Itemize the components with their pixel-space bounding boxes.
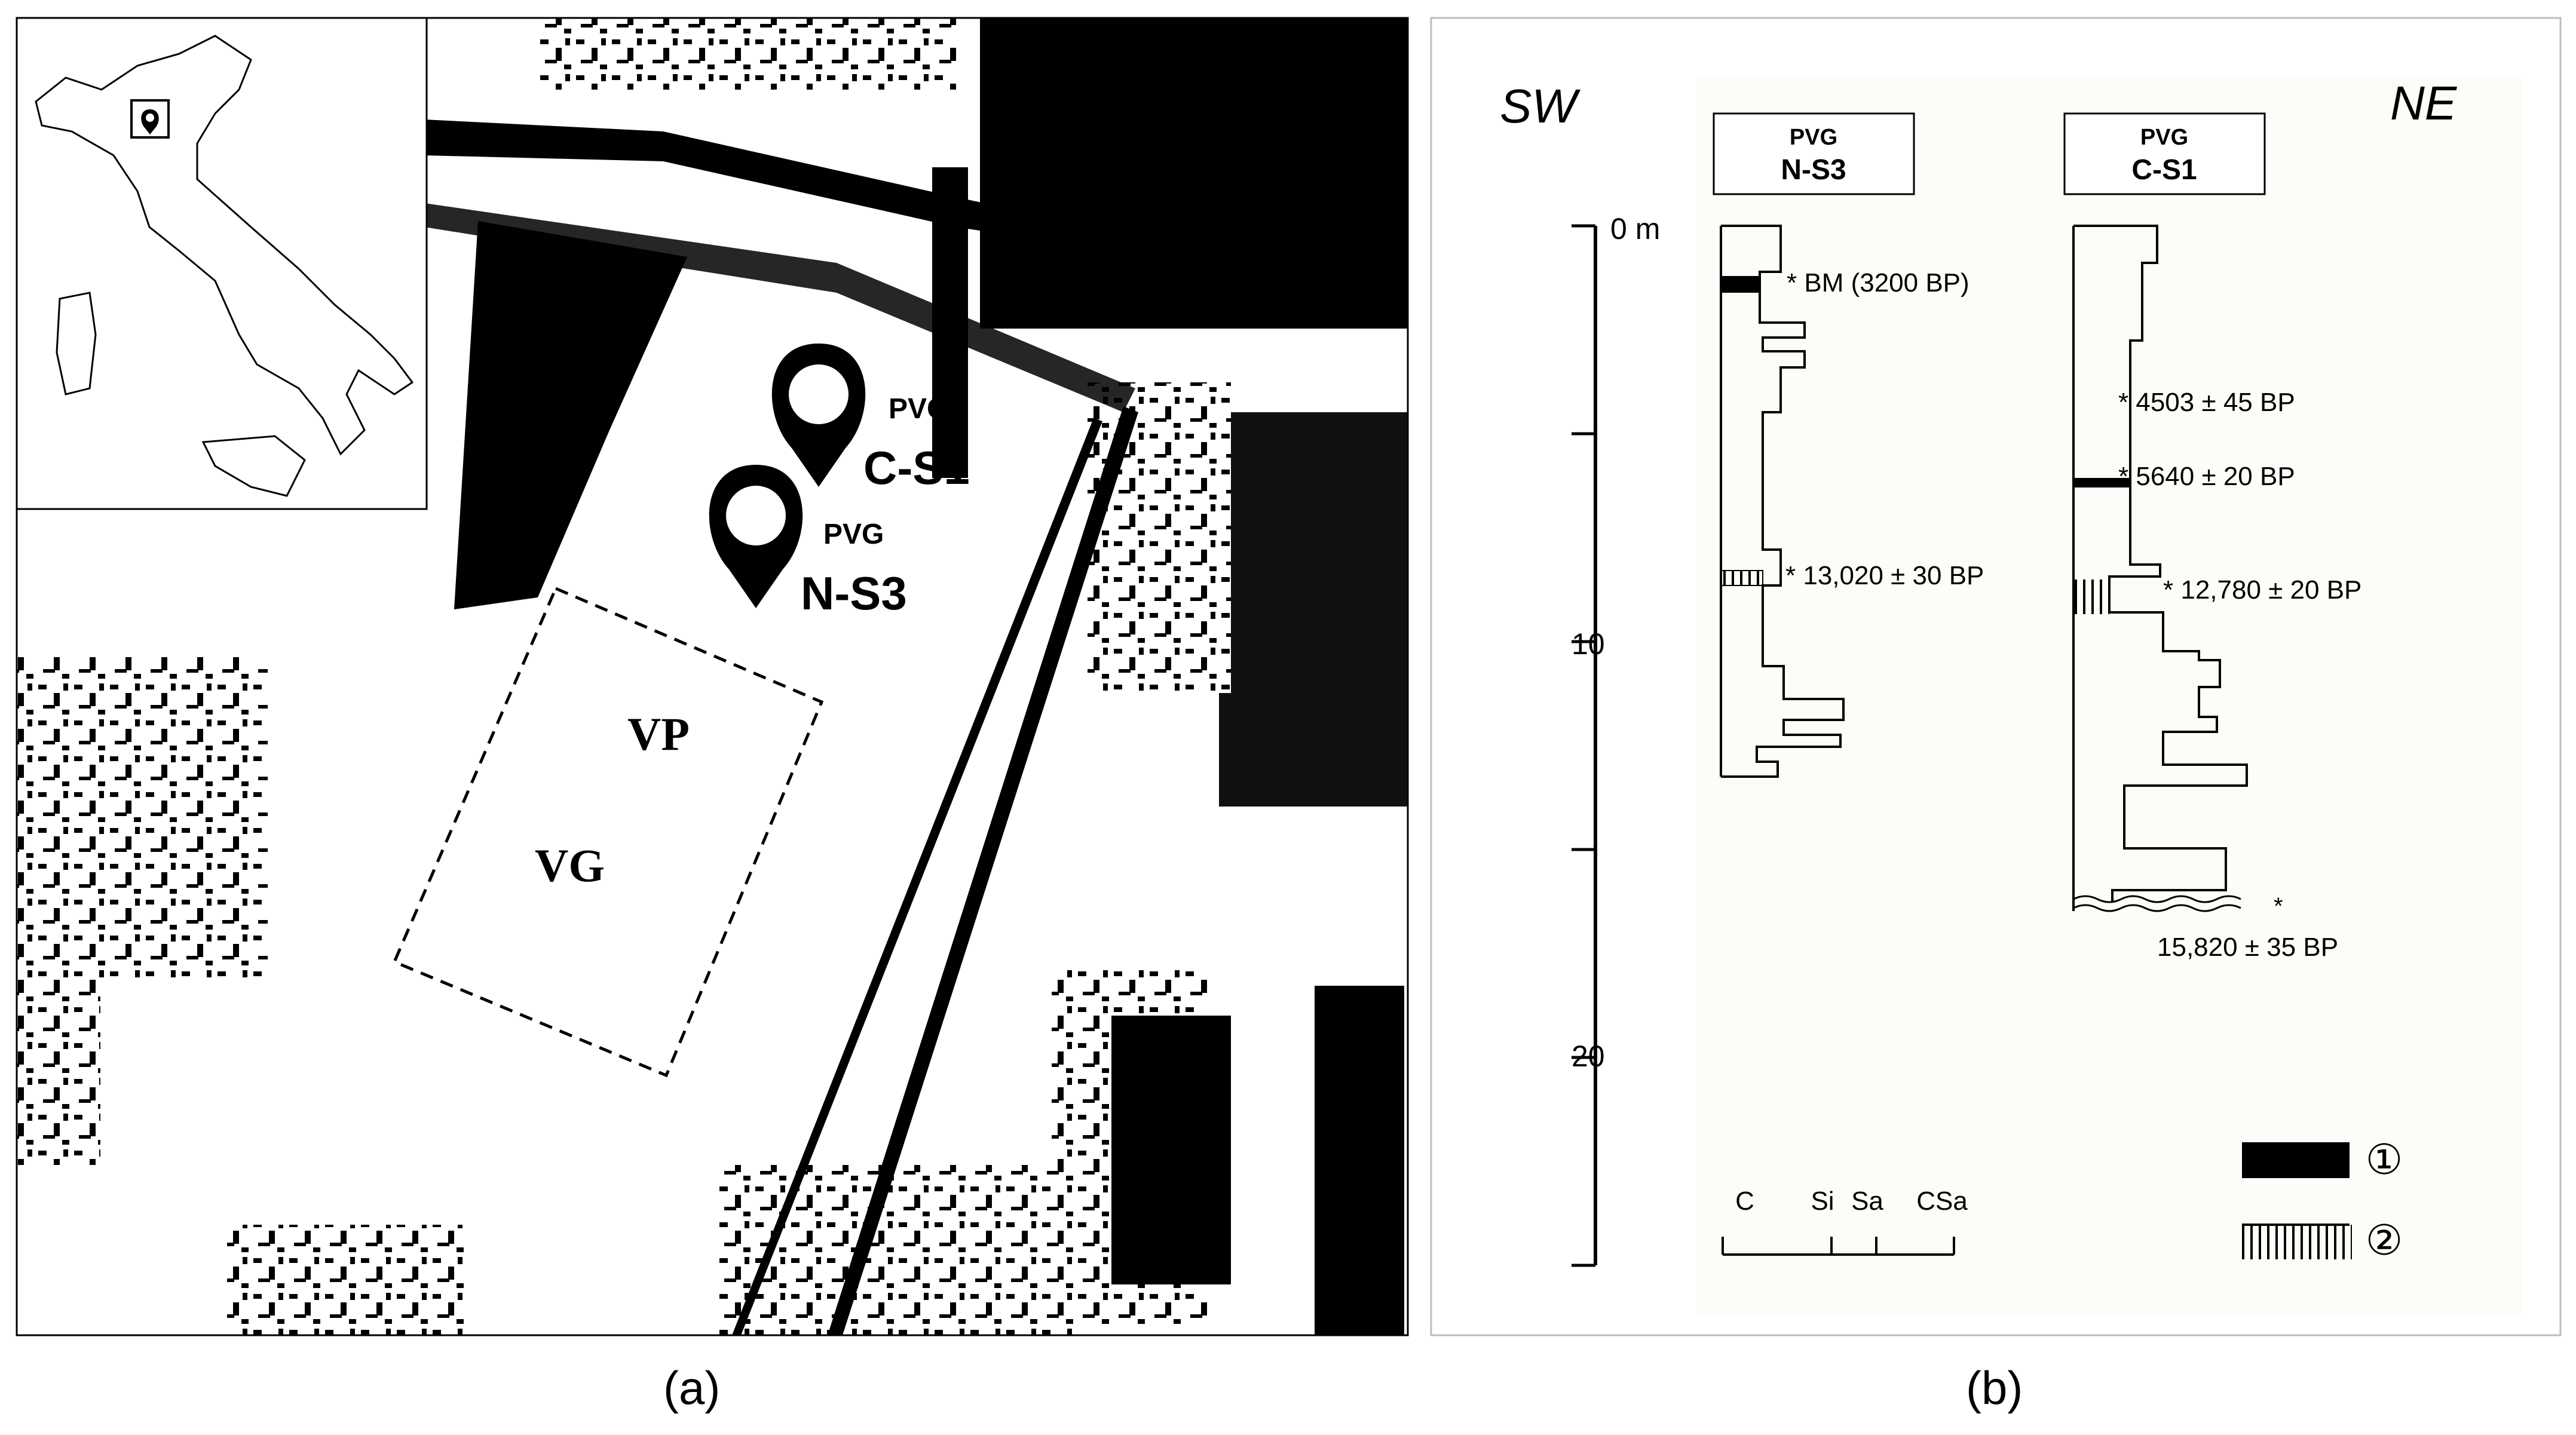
depth-tick-10: 10	[1572, 627, 1605, 661]
dark-field	[1111, 1016, 1231, 1284]
grain-label-c: C	[1735, 1186, 1754, 1216]
dark-field	[1315, 986, 1404, 1335]
core-prefix-c-s1: PVG	[2140, 125, 2188, 150]
area-label-vp: VP	[627, 708, 690, 760]
date-label: 15,820 ± 35 BP	[2157, 933, 2338, 962]
marker-prefix-c-s1: PVG	[889, 393, 949, 425]
map-pin-icon	[771, 344, 866, 487]
core-header-c-s1	[2063, 112, 2266, 195]
dark-field	[980, 18, 1408, 329]
date-label: * BM (3200 BP)	[1787, 268, 1969, 298]
grain-label-si: Si	[1811, 1186, 1834, 1216]
grain-profile	[1721, 225, 1845, 778]
marker-prefix-n-s3: PVG	[823, 519, 884, 550]
date-label: * 5640 ± 20 BP	[2118, 462, 2295, 491]
legend: ① ②	[2242, 1136, 2403, 1264]
legend-swatch-peat	[2242, 1142, 2350, 1178]
road	[424, 119, 1153, 257]
core-log-n-s3: PVG N-S3 * BM (3200 BP) * 13,020 ± 30 BP	[1713, 112, 1984, 778]
legend-symbol-2: ②	[2366, 1217, 2403, 1264]
legend-symbol-1: ①	[2366, 1136, 2403, 1183]
legend-swatch-roots	[2242, 1225, 2352, 1259]
road	[732, 418, 1102, 1335]
depth-tick-20: 20	[1572, 1040, 1605, 1073]
road	[828, 406, 1138, 1335]
gravel-base	[2073, 895, 2241, 912]
date-label: * 12,780 ± 20 BP	[2163, 575, 2361, 605]
grain-label-csa: CSa	[1916, 1186, 1968, 1216]
inset-map	[17, 18, 428, 510]
sicily-outline	[201, 435, 306, 497]
texture	[227, 1225, 466, 1335]
peat-layer	[2073, 478, 2130, 487]
area-label-vg: VG	[535, 839, 605, 891]
direction-sw: SW	[1500, 79, 1580, 133]
date-label: *	[2274, 893, 2283, 919]
root-layer	[2073, 579, 2109, 614]
texture	[17, 956, 100, 1165]
grain-profile	[2073, 225, 2248, 902]
map-pin-icon	[141, 109, 159, 134]
texture	[17, 657, 268, 980]
marker-code-n-s3: N-S3	[801, 567, 907, 620]
caption-a: (a)	[663, 1362, 720, 1414]
depth-axis: 0 m 10 20	[1572, 212, 1660, 1267]
core-code-c-s1: C-S1	[2131, 154, 2197, 186]
caption-b: (b)	[1966, 1362, 2023, 1414]
core-header-n-s3	[1713, 112, 1915, 195]
direction-ne: NE	[2390, 76, 2458, 130]
road	[424, 203, 1135, 412]
date-label: * 13,020 ± 30 BP	[1785, 561, 1984, 590]
texture	[717, 1165, 1076, 1335]
map-pin-icon	[709, 465, 803, 608]
dark-field	[1219, 412, 1408, 807]
core-code-n-s3: N-S3	[1781, 154, 1846, 186]
dark-field	[454, 221, 687, 609]
core-log-c-s1: PVG C-S1 * 4503 ± 45 BP * 5640 ± 20 BP *…	[2063, 112, 2361, 962]
peat-layer	[1721, 276, 1760, 293]
study-area-boundary	[392, 586, 824, 1078]
panel-b: SW NE 0 m 10 20 PVG N-S3 * BM (3200 BP) …	[1430, 17, 2562, 1336]
depth-tick-0: 0 m	[1610, 212, 1660, 246]
panel-a-map: VP VG PVG C-S1 PVG N-S3	[17, 18, 1408, 1335]
root-layer	[1720, 570, 1763, 586]
date-label: * 4503 ± 45 BP	[2118, 388, 2295, 417]
core-prefix-n-s3: PVG	[1790, 125, 1837, 150]
marker-code-c-s1: C-S1	[863, 441, 970, 494]
texture	[538, 18, 956, 90]
grain-size-scale: C Si Sa CSa	[1722, 1186, 1968, 1256]
inset-highlight	[130, 99, 170, 139]
texture	[1088, 382, 1231, 693]
grain-label-sa: Sa	[1851, 1186, 1883, 1216]
sardinia-outline	[56, 292, 97, 395]
italy-outline	[35, 35, 414, 456]
